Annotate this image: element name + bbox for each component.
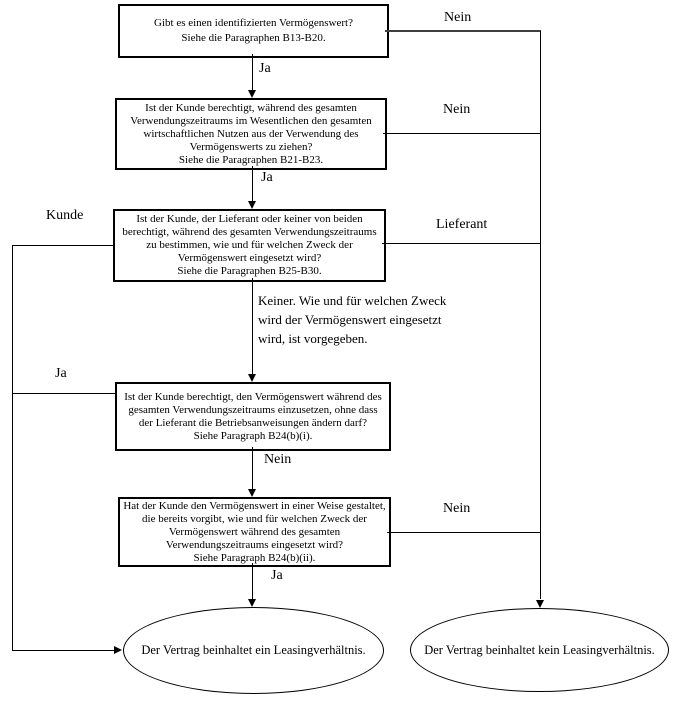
- arrowhead-down-icon: [248, 489, 256, 497]
- arrowhead-down-icon: [248, 599, 256, 607]
- box-text-line: Vermögenswert eingesetzt wird?: [177, 252, 322, 264]
- note-line: wird der Vermögenswert eingesetzt: [258, 312, 442, 327]
- arrowhead-right-icon: [114, 646, 122, 654]
- box-text-line: Vermögenswerts zu ziehen?: [189, 140, 313, 153]
- left-rail-bottom-line: [12, 650, 115, 651]
- edge-label-box3-supplier: Lieferant: [436, 217, 488, 232]
- note-line: wird, ist vorgegeben.: [258, 331, 368, 346]
- box-text-line: wirtschaftlichen Nutzen aus der Verwendu…: [143, 127, 359, 140]
- box-text-line: gesamten Verwendungszeitraums einzusetze…: [128, 403, 378, 416]
- box-text-line: zu bestimmen, wie und für welchen Zweck …: [146, 239, 353, 251]
- edge-label-box5-no: Nein: [443, 501, 471, 516]
- edge-label-box3-customer: Kunde: [46, 208, 84, 223]
- box-text-line: Ist der Kunde berechtigt, den Vermögensw…: [124, 390, 382, 403]
- edge-box3-customer-line: [12, 245, 113, 246]
- edge-note-box3-neither: Keiner. Wie und für welchen Zweck wird d…: [258, 291, 446, 348]
- note-line: Keiner. Wie und für welchen Zweck: [258, 293, 447, 308]
- box-text-line: berechtigt, während des gesamten Verwend…: [122, 226, 377, 238]
- connector-box4-box5: [252, 447, 253, 489]
- decision-box-predetermined-design: Hat der Kunde den Vermögenswert in einer…: [118, 497, 391, 567]
- edge-box5-no-line: [387, 532, 540, 533]
- box-text-line: Hat der Kunde den Vermögenswert in einer…: [123, 499, 386, 512]
- arrowhead-down-icon: [536, 600, 544, 608]
- connector-box3-box4: [252, 278, 253, 374]
- edge-label-box5-yes: Ja: [271, 568, 283, 583]
- box-text-line: der Lieferant die Betriebsanweisungen än…: [138, 416, 368, 429]
- outcome-no-lease-text: Der Vertrag beinhaltet kein Leasingverhä…: [424, 642, 655, 657]
- box-text-line: Siehe die Paragraphen B25-B30.: [177, 265, 322, 277]
- edge-label-box1-no: Nein: [444, 10, 472, 25]
- box-text-line: Siehe Paragraph B24(b)(ii).: [193, 551, 316, 564]
- left-rail-line: [12, 245, 13, 651]
- decision-box-operate-asset: Ist der Kunde berechtigt, den Vermögensw…: [115, 382, 391, 451]
- edge-box2-no-line: [383, 133, 540, 134]
- box-text-line: Siehe die Paragraphen B21-B23.: [178, 153, 324, 166]
- box-text-line: Ist der Kunde berechtigt, während des ge…: [145, 101, 357, 114]
- decision-box-economic-benefits: Ist der Kunde berechtigt, während des ge…: [115, 98, 387, 170]
- right-rail-line: [540, 31, 541, 599]
- arrowhead-down-icon: [248, 201, 256, 209]
- box-text-line: die bereits vorgibt, wie und für welchen…: [142, 512, 367, 525]
- box-text-line: Verwendungszeitraums eingesetzt wird?: [165, 538, 344, 551]
- edge-box4-yes-line: [12, 393, 115, 394]
- connector-box1-box2: [252, 54, 253, 90]
- edge-label-box1-yes: Ja: [259, 61, 271, 76]
- box-text-line: Siehe Paragraph B24(b)(i).: [193, 429, 313, 442]
- box-text-line: Siehe die Paragraphen B13-B20.: [181, 32, 326, 44]
- arrowhead-down-icon: [248, 374, 256, 382]
- edge-label-box4-no: Nein: [264, 452, 292, 467]
- arrowhead-down-icon: [248, 90, 256, 98]
- edge-box3-supplier-line: [382, 243, 540, 244]
- decision-box-identified-asset: Gibt es einen identifizierten Vermögensw…: [118, 4, 389, 58]
- edge-box1-no-line: [385, 30, 541, 32]
- box-text-line: Verwendungszeitraums im Wesentlichen den…: [130, 114, 372, 127]
- decision-box-direction-rights: Ist der Kunde, der Lieferant oder keiner…: [113, 209, 386, 282]
- edge-label-box2-yes: Ja: [261, 170, 273, 185]
- edge-label-box2-no: Nein: [443, 102, 471, 117]
- outcome-no-lease-ellipse: Der Vertrag beinhaltet kein Leasingverhä…: [410, 608, 669, 692]
- box-text-line: Vermögenswert während des gesamten: [168, 525, 341, 538]
- connector-box5-lease: [252, 563, 253, 599]
- outcome-lease-ellipse: Der Vertrag beinhaltet ein Leasingverhäl…: [123, 607, 384, 694]
- box-text-line: Gibt es einen identifizierten Vermögensw…: [154, 17, 353, 29]
- box-text-line: Ist der Kunde, der Lieferant oder keiner…: [136, 213, 363, 225]
- edge-label-box4-yes: Ja: [55, 366, 67, 381]
- connector-box2-box3: [252, 166, 253, 202]
- outcome-lease-text: Der Vertrag beinhaltet ein Leasingverhäl…: [141, 643, 366, 657]
